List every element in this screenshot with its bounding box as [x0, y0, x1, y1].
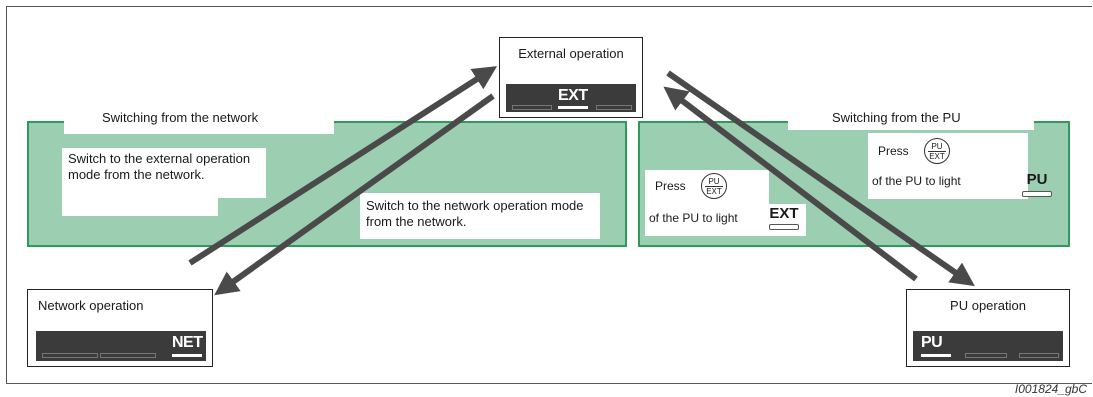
- network-display: NET: [36, 331, 206, 361]
- pu-ext-key-top-2: PU: [931, 142, 943, 151]
- pu-display-seg-mid: [965, 353, 1007, 358]
- external-operation-title: External operation: [518, 46, 624, 61]
- network-operation-box: Network operation NET: [27, 289, 213, 367]
- ext-lamp-label: EXT: [769, 205, 799, 222]
- of-pu-light-ext: of the PU to light: [649, 211, 738, 225]
- external-display: EXT: [506, 84, 636, 112]
- network-operation-title: Network operation: [38, 298, 144, 313]
- arrow-network-to-external: [188, 66, 498, 266]
- network-switching-header-text: Switching from the network: [102, 110, 259, 125]
- external-display-seg-left: [512, 105, 552, 110]
- arrow-pu-to-external: [663, 86, 918, 282]
- pu-ext-key-divider: [705, 186, 723, 187]
- pu-switching-header-text: Switching from the PU: [832, 110, 961, 125]
- pu-ext-key-bottom-2: EXT: [929, 152, 945, 161]
- network-display-seg-left: [42, 353, 98, 358]
- external-display-seg-right: [596, 105, 632, 110]
- pu-display-text: PU: [921, 334, 943, 351]
- pu-switching-header: Switching from the PU: [788, 106, 1034, 130]
- note-to-external: Switch to the external operation mode fr…: [62, 148, 266, 198]
- external-display-text: EXT: [558, 87, 588, 104]
- pu-ext-key-divider-2: [928, 151, 946, 152]
- pu-ext-key-top: PU: [708, 177, 720, 186]
- figure-id-caption: I001824_gbC: [1014, 382, 1087, 396]
- press-label-ext: Press: [655, 179, 686, 193]
- pu-ext-key-icon-2: PU EXT: [924, 138, 950, 164]
- pu-lamp-box: PU: [1020, 168, 1060, 204]
- press-label-pu: Press: [878, 144, 909, 158]
- pu-ext-key-icon: PU EXT: [701, 173, 727, 199]
- pu-operation-title: PU operation: [950, 298, 1026, 313]
- arrow-external-to-pu: [666, 70, 975, 287]
- network-display-seg-mid: [100, 353, 156, 358]
- pu-operation-box: PU operation PU: [906, 289, 1070, 367]
- pu-lamp-led: [1022, 191, 1052, 197]
- of-pu-light-pu: of the PU to light: [872, 174, 961, 188]
- external-operation-box: External operation EXT: [499, 37, 643, 118]
- figure-frame: [6, 6, 1092, 384]
- external-display-lamp: [558, 106, 588, 109]
- note-to-external-text: Switch to the external operation mode fr…: [68, 151, 251, 182]
- ext-lamp-led: [769, 224, 799, 230]
- pu-display-lamp: [921, 354, 951, 357]
- note-to-network: Switch to the network operation mode fro…: [360, 193, 600, 239]
- network-switching-header: Switching from the network: [64, 106, 334, 134]
- network-display-lamp: [172, 354, 202, 357]
- pu-ext-key-bottom: EXT: [706, 187, 722, 196]
- note-to-network-text: Switch to the network operation mode fro…: [366, 198, 584, 229]
- note-to-external-tab: [62, 196, 218, 216]
- press-to-ext-note: Press PU EXT of the PU to light: [645, 170, 769, 236]
- ext-lamp-box: EXT: [764, 204, 806, 236]
- network-display-text: NET: [172, 334, 203, 351]
- pu-lamp-label: PU: [1026, 171, 1048, 188]
- press-to-pu-note: Press PU EXT of the PU to light: [868, 133, 1028, 199]
- arrow-external-to-network: [214, 93, 495, 296]
- pu-display-seg-right: [1019, 353, 1059, 358]
- pu-display: PU: [913, 331, 1063, 361]
